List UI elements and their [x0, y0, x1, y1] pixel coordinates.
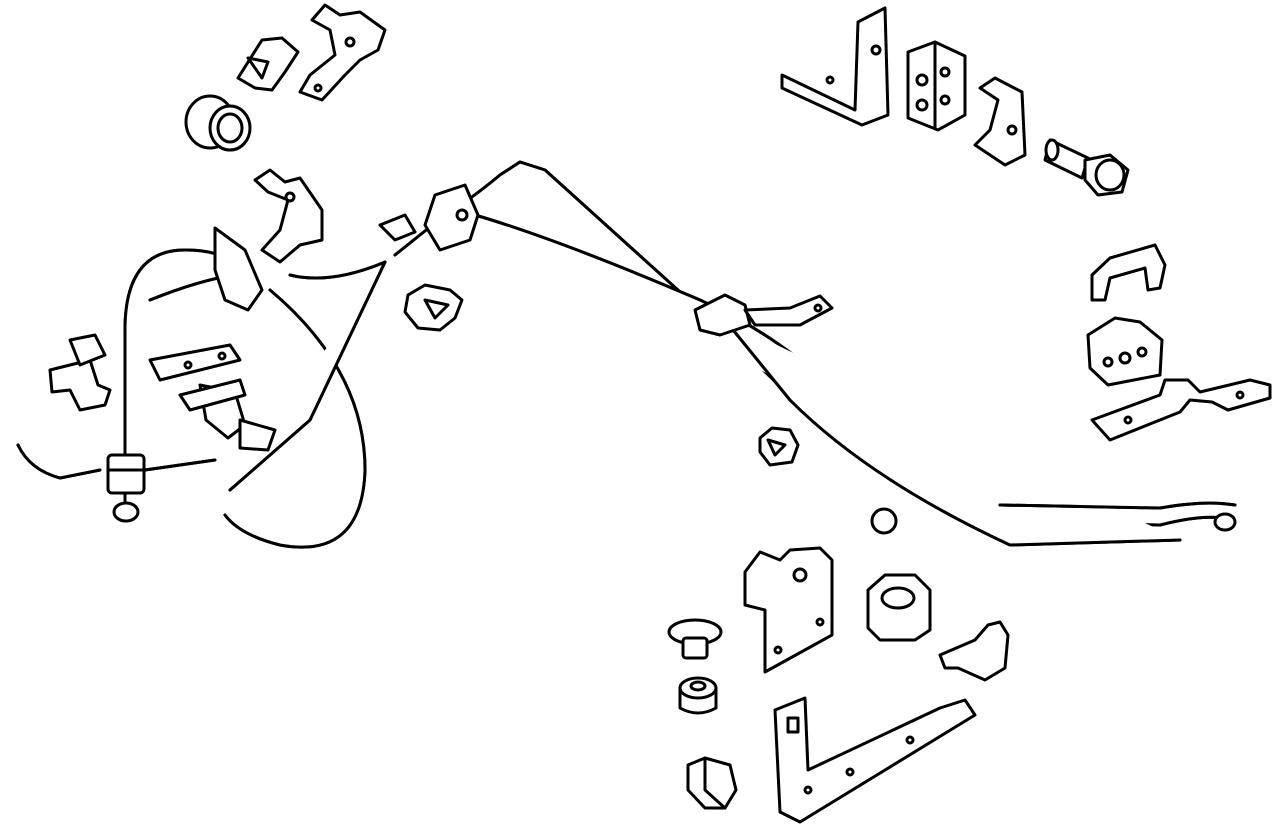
hose-assembly-icon: [16, 168, 387, 549]
pressure-line-icon: [378, 160, 1237, 547]
grommet-icon: [184, 94, 252, 152]
bracket-icon: [780, 6, 890, 127]
bushing-icon: [678, 676, 718, 715]
bracket-icon: [1090, 378, 1272, 442]
cap-icon: [686, 756, 738, 810]
bracket-icon: [773, 696, 977, 824]
bracket-icon: [298, 3, 387, 102]
clamp-block-icon: [906, 40, 967, 132]
bracket-icon: [973, 76, 1027, 167]
bracket-icon: [743, 546, 834, 674]
bolt-icon: [1043, 138, 1130, 197]
clip-icon: [236, 36, 300, 92]
clip-icon: [1090, 243, 1167, 302]
clamp-block-icon: [1086, 316, 1164, 387]
insulator-icon: [866, 573, 932, 642]
push-pin-icon: [667, 618, 723, 660]
clip-icon: [403, 283, 464, 332]
clip-icon: [758, 426, 800, 467]
clip-icon: [938, 620, 1010, 682]
washer-icon: [870, 507, 898, 535]
